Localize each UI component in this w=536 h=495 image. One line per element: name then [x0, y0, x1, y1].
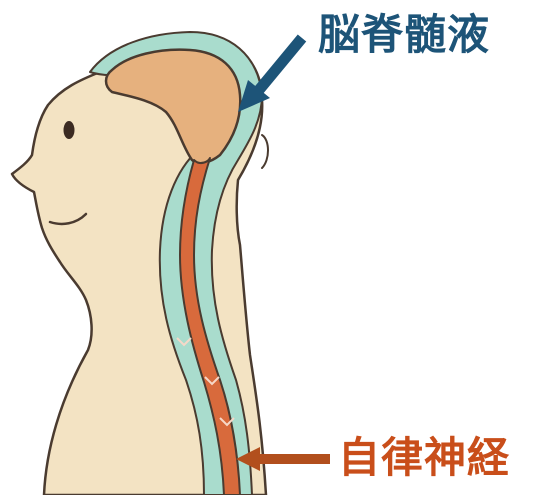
autonomic-nerve-label: 自律神経	[338, 437, 510, 479]
csf-arrow-shaft	[259, 38, 302, 90]
csf-label: 脳脊髄液	[318, 14, 490, 56]
ear	[262, 135, 268, 168]
eye	[64, 121, 75, 139]
